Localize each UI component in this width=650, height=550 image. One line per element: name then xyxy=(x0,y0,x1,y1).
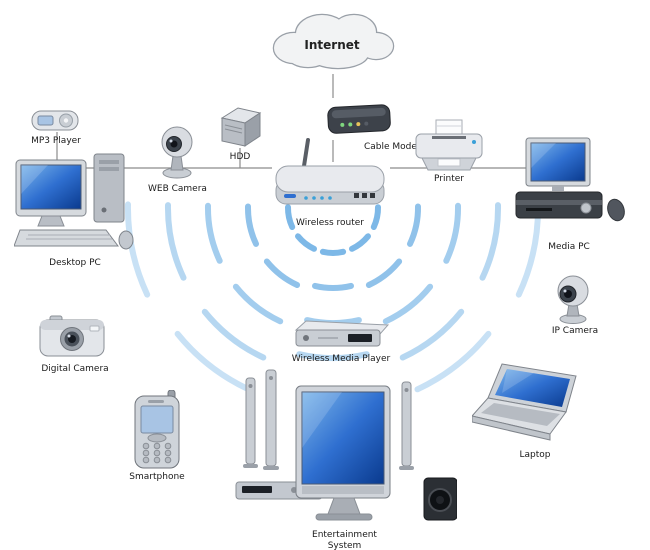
wifi-arc xyxy=(285,204,296,230)
digital-camera-icon xyxy=(39,315,105,357)
node-label: Digital Camera xyxy=(41,364,109,374)
wifi-arc xyxy=(349,233,371,252)
node-internet[interactable]: Internet xyxy=(262,4,402,76)
wifi-arc xyxy=(201,308,267,361)
wifi-arc xyxy=(479,202,502,281)
node-hdd[interactable]: HDD xyxy=(216,104,264,163)
wifi-arc xyxy=(124,201,151,298)
node-web-camera[interactable]: WEB Camera xyxy=(148,124,207,195)
wifi-arc xyxy=(312,282,354,291)
node-label: Wireless Media Player xyxy=(291,354,391,364)
node-entertainment-system[interactable]: Entertainment System xyxy=(232,366,457,550)
wifi-arc xyxy=(232,283,284,325)
wifi-arc xyxy=(370,204,381,230)
wifi-arc xyxy=(263,258,301,288)
node-label: IP Camera xyxy=(551,326,599,336)
node-laptop[interactable]: Laptop xyxy=(472,362,598,461)
hdd-icon xyxy=(220,107,262,147)
wifi-arc xyxy=(174,330,252,393)
laptop-icon xyxy=(472,363,577,441)
node-mp3-player[interactable]: MP3 Player xyxy=(30,108,82,147)
wifi-arc xyxy=(164,202,187,281)
smartphone-icon xyxy=(134,390,180,469)
node-desktop-pc[interactable]: Desktop PC xyxy=(14,152,136,269)
wireless-router-icon xyxy=(275,138,385,205)
wifi-arc xyxy=(244,203,259,247)
node-cable-modem[interactable]: Cable Modem xyxy=(294,96,426,153)
wifi-arc xyxy=(204,202,223,264)
node-media-pc[interactable]: Media PC xyxy=(508,136,630,253)
node-smartphone[interactable]: Smartphone xyxy=(128,390,186,483)
wifi-arc xyxy=(399,308,465,361)
printer-icon xyxy=(415,119,483,171)
node-label: Smartphone xyxy=(129,472,185,482)
media-pc-icon xyxy=(515,137,625,222)
node-label: Entertainment System xyxy=(312,530,377,550)
mp3-player-icon xyxy=(31,110,79,131)
wifi-arc xyxy=(365,258,403,288)
desktop-pc-icon xyxy=(14,153,134,250)
node-label: MP3 Player xyxy=(31,136,81,146)
node-label: Printer xyxy=(434,174,464,184)
node-label: Cable Modem xyxy=(364,142,426,152)
node-label: Internet xyxy=(304,38,360,52)
node-digital-camera[interactable]: Digital Camera xyxy=(38,314,112,375)
cable-modem-icon xyxy=(327,104,391,134)
node-wireless-router[interactable]: Wireless router xyxy=(270,136,390,229)
node-printer[interactable]: Printer xyxy=(412,118,486,185)
wifi-arc xyxy=(414,330,492,393)
node-label: HDD xyxy=(229,152,251,162)
node-wireless-media-player[interactable]: Wireless Media Player xyxy=(290,318,392,365)
wifi-arc xyxy=(319,248,347,256)
wifi-arc xyxy=(407,203,422,247)
node-ip-camera[interactable]: IP Camera xyxy=(546,272,604,337)
node-label: Media PC xyxy=(548,242,590,252)
node-label: Laptop xyxy=(519,450,551,460)
internet-cloud-icon xyxy=(272,13,395,70)
wifi-arc xyxy=(295,233,317,252)
wifi-arc xyxy=(443,202,462,264)
wifi-arc xyxy=(382,283,434,325)
node-label: Desktop PC xyxy=(49,258,101,268)
node-label: WEB Camera xyxy=(148,184,207,194)
wifi-arc xyxy=(296,351,370,361)
ip-camera-icon xyxy=(557,275,589,324)
wireless-media-player-icon xyxy=(294,320,390,347)
node-label: Wireless router xyxy=(296,218,364,228)
web-camera-icon xyxy=(161,126,193,179)
entertainment-system-icon xyxy=(235,369,457,521)
